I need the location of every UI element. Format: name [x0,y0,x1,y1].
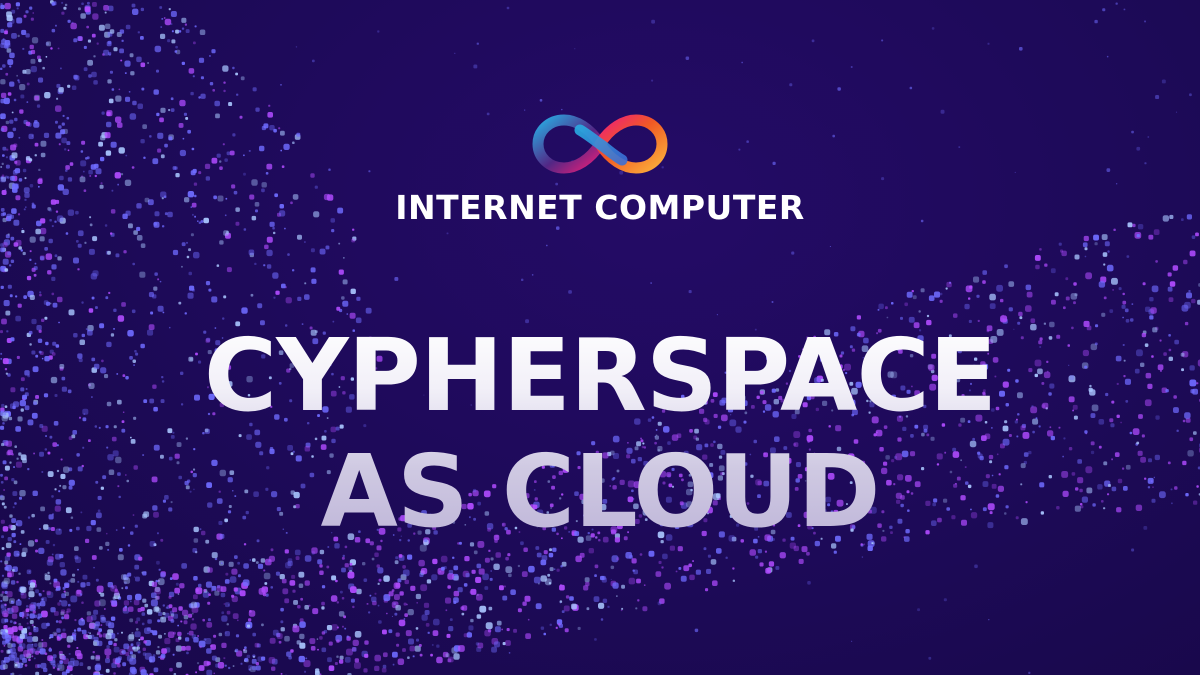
headline-line-1: CYPHERSPACE [203,317,997,434]
logo-container [0,112,1200,176]
brand-name: INTERNET COMPUTER [395,188,805,227]
headline: CYPHERSPACE AS CLOUD [0,318,1200,550]
headline-line-2: AS CLOUD [320,433,880,550]
infinity-logo-icon [532,114,668,174]
